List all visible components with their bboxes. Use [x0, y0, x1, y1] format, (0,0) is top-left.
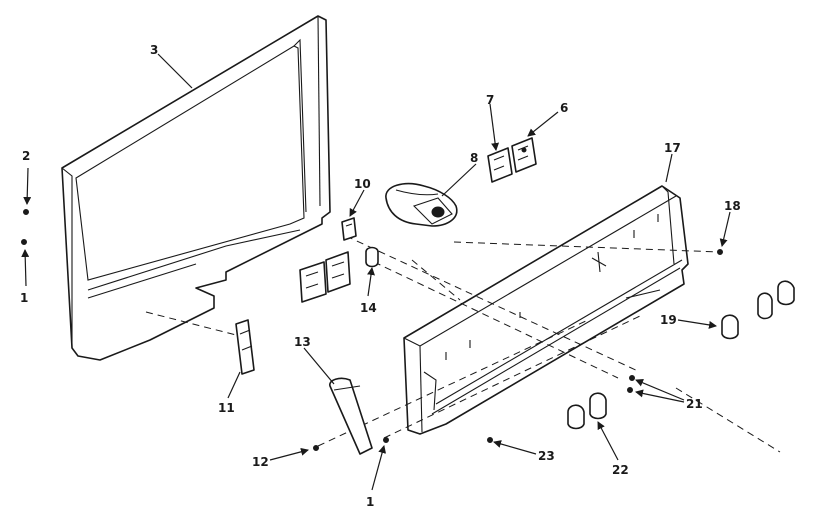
knob-upper-right-b [777, 280, 795, 306]
callout-6: 6 [560, 101, 568, 115]
callout-3: 3 [150, 43, 158, 57]
knob-upper-right-a [757, 292, 773, 320]
valve-brackets-upper [487, 137, 537, 183]
fasteners [21, 209, 723, 451]
knob-22-b [589, 392, 607, 420]
callout-labels: 2 1 3 6 7 8 10 11 12 13 14 17 18 19 21 2… [20, 43, 741, 509]
callout-1-bottom: 1 [366, 495, 374, 509]
callout-12: 12 [252, 455, 269, 469]
knob-19 [721, 314, 739, 340]
callout-13: 13 [294, 335, 311, 349]
callout-18: 18 [724, 199, 741, 213]
callout-2: 2 [22, 149, 30, 163]
clip-part-10 [341, 217, 357, 241]
callout-23: 23 [538, 449, 555, 463]
valve-brackets-lower [299, 251, 351, 303]
callout-21: 21 [686, 397, 703, 411]
leader-lines [21, 53, 731, 491]
knob-22-a [567, 404, 585, 430]
callout-1-left: 1 [20, 291, 28, 305]
knobs [567, 280, 795, 430]
fitting-part-14 [365, 246, 379, 268]
callout-14: 14 [360, 301, 377, 315]
explosion-lines [145, 235, 781, 453]
callout-7: 7 [486, 93, 494, 107]
bracket-part-11 [235, 319, 255, 375]
callout-8: 8 [470, 151, 478, 165]
callout-19: 19 [660, 313, 677, 327]
burner-valve [385, 182, 458, 227]
trim-part-13 [329, 377, 373, 455]
callout-17: 17 [664, 141, 681, 155]
callout-22: 22 [612, 463, 629, 477]
callout-11: 11 [218, 401, 235, 415]
backguard-panel [61, 15, 331, 361]
callout-10: 10 [354, 177, 371, 191]
control-panel [403, 185, 689, 435]
